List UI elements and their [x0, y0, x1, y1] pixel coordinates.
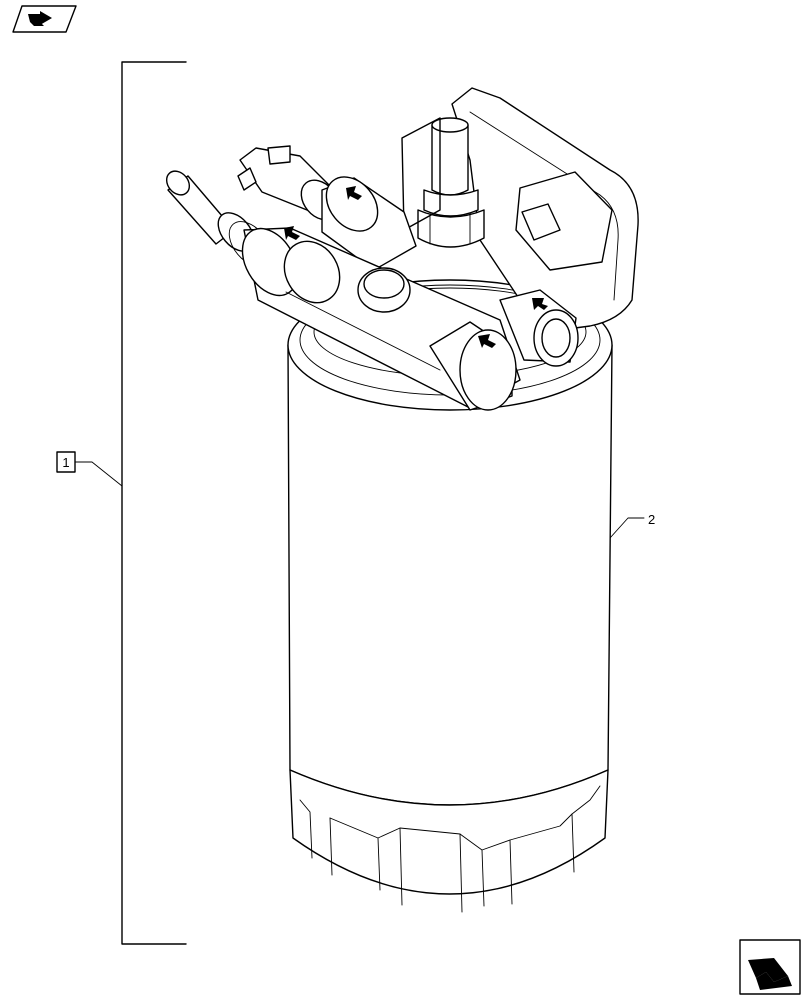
- center-plug: [357, 267, 411, 313]
- next-page-arrow-icon[interactable]: [739, 939, 801, 995]
- callout-1: 1: [56, 451, 123, 487]
- upper-manifold: [321, 176, 417, 271]
- assembly-bracket: [121, 61, 187, 945]
- previous-page-arrow-icon[interactable]: [12, 5, 77, 33]
- right-port: [499, 289, 579, 367]
- callout-1-label: 1: [62, 455, 69, 470]
- front-end-cap: [429, 321, 517, 411]
- filter-head-bracket: [451, 87, 639, 331]
- outlet-fitting: [401, 117, 485, 248]
- filter-cartridge: [287, 279, 613, 913]
- callout-2: 2: [609, 512, 655, 539]
- callout-2-label: 2: [648, 512, 655, 527]
- inlet-hose-barb: [165, 170, 272, 267]
